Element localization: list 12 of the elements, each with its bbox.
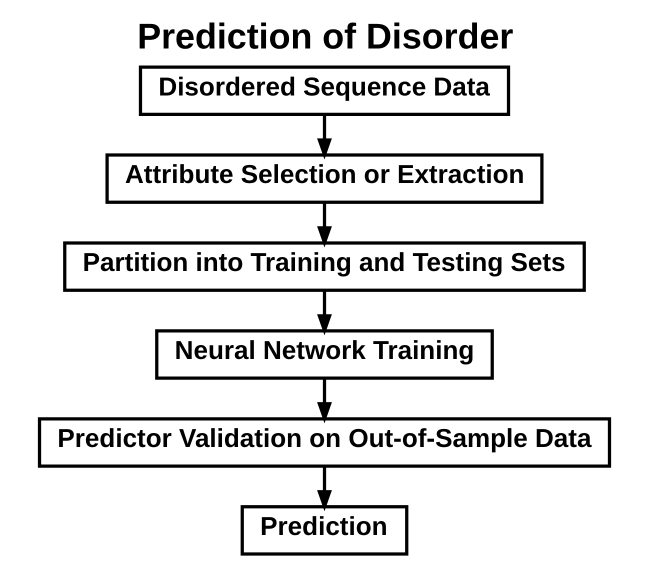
node-box: Disordered Sequence Data	[138, 65, 510, 116]
node-box: Prediction	[240, 505, 408, 556]
arrow	[316, 466, 332, 512]
arrow	[316, 290, 332, 336]
arrow	[316, 202, 332, 248]
diagram-title: Prediction of Disorder	[136, 16, 513, 57]
arrow	[316, 378, 332, 424]
node-box: Partition into Training and Testing Sets	[62, 241, 586, 292]
node-box: Predictor Validation on Out-of-Sample Data	[37, 417, 611, 468]
node-box: Neural Network Training	[154, 329, 494, 380]
node-box: Attribute Selection or Extraction	[104, 153, 544, 204]
arrow	[316, 114, 332, 160]
